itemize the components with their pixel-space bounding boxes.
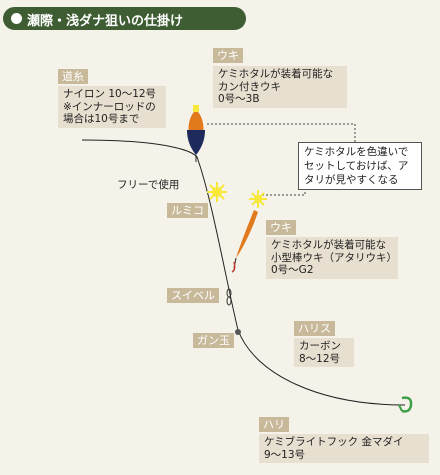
small-float-icon xyxy=(231,190,267,273)
free-use-text: フリーで使用 xyxy=(117,179,180,191)
hook-icon xyxy=(398,396,413,413)
main-float-icon xyxy=(187,105,205,162)
leader-line-callout-float xyxy=(207,123,356,142)
tag-leader: ハリス xyxy=(294,321,335,336)
tag-sinker: ガン玉 xyxy=(193,333,234,348)
tag-float: ウキ xyxy=(213,48,243,63)
note-line: ナイロン 10〜12号 ※インナーロッドの 場合は10号まで xyxy=(58,86,166,128)
tag-hook: ハリ xyxy=(259,417,289,432)
tag-small-float: ウキ xyxy=(266,220,296,235)
note-hook: ケミブライトフック 金マダイ 9〜13号 xyxy=(259,434,429,463)
callout-box: ケミホタルを色違いで セットしておけば、ア タリが見やすくなる xyxy=(298,142,422,190)
leader-line-callout-small-float xyxy=(262,190,306,196)
swivel-icon xyxy=(226,288,232,306)
page-title: 瀬際・浅ダナ狙いの仕掛け xyxy=(27,14,184,29)
lumico-glow-icon xyxy=(207,182,227,202)
sinker-icon xyxy=(235,329,241,335)
note-float: ケミホタルが装着可能な カン付きウキ 0号〜3B xyxy=(213,66,347,108)
title-bar: 瀬際・浅ダナ狙いの仕掛け xyxy=(3,7,246,30)
tag-lumico: ルミコ xyxy=(167,203,208,218)
tag-swivel: スイベル xyxy=(167,288,219,303)
tag-line: 道糸 xyxy=(58,69,88,84)
note-leader: カーボン 8〜12号 xyxy=(294,338,354,367)
note-small-float: ケミホタルが装着可能な 小型棒ウキ（アタリウキ） 0号〜G2 xyxy=(266,237,398,279)
title-bullet-icon xyxy=(11,13,22,24)
